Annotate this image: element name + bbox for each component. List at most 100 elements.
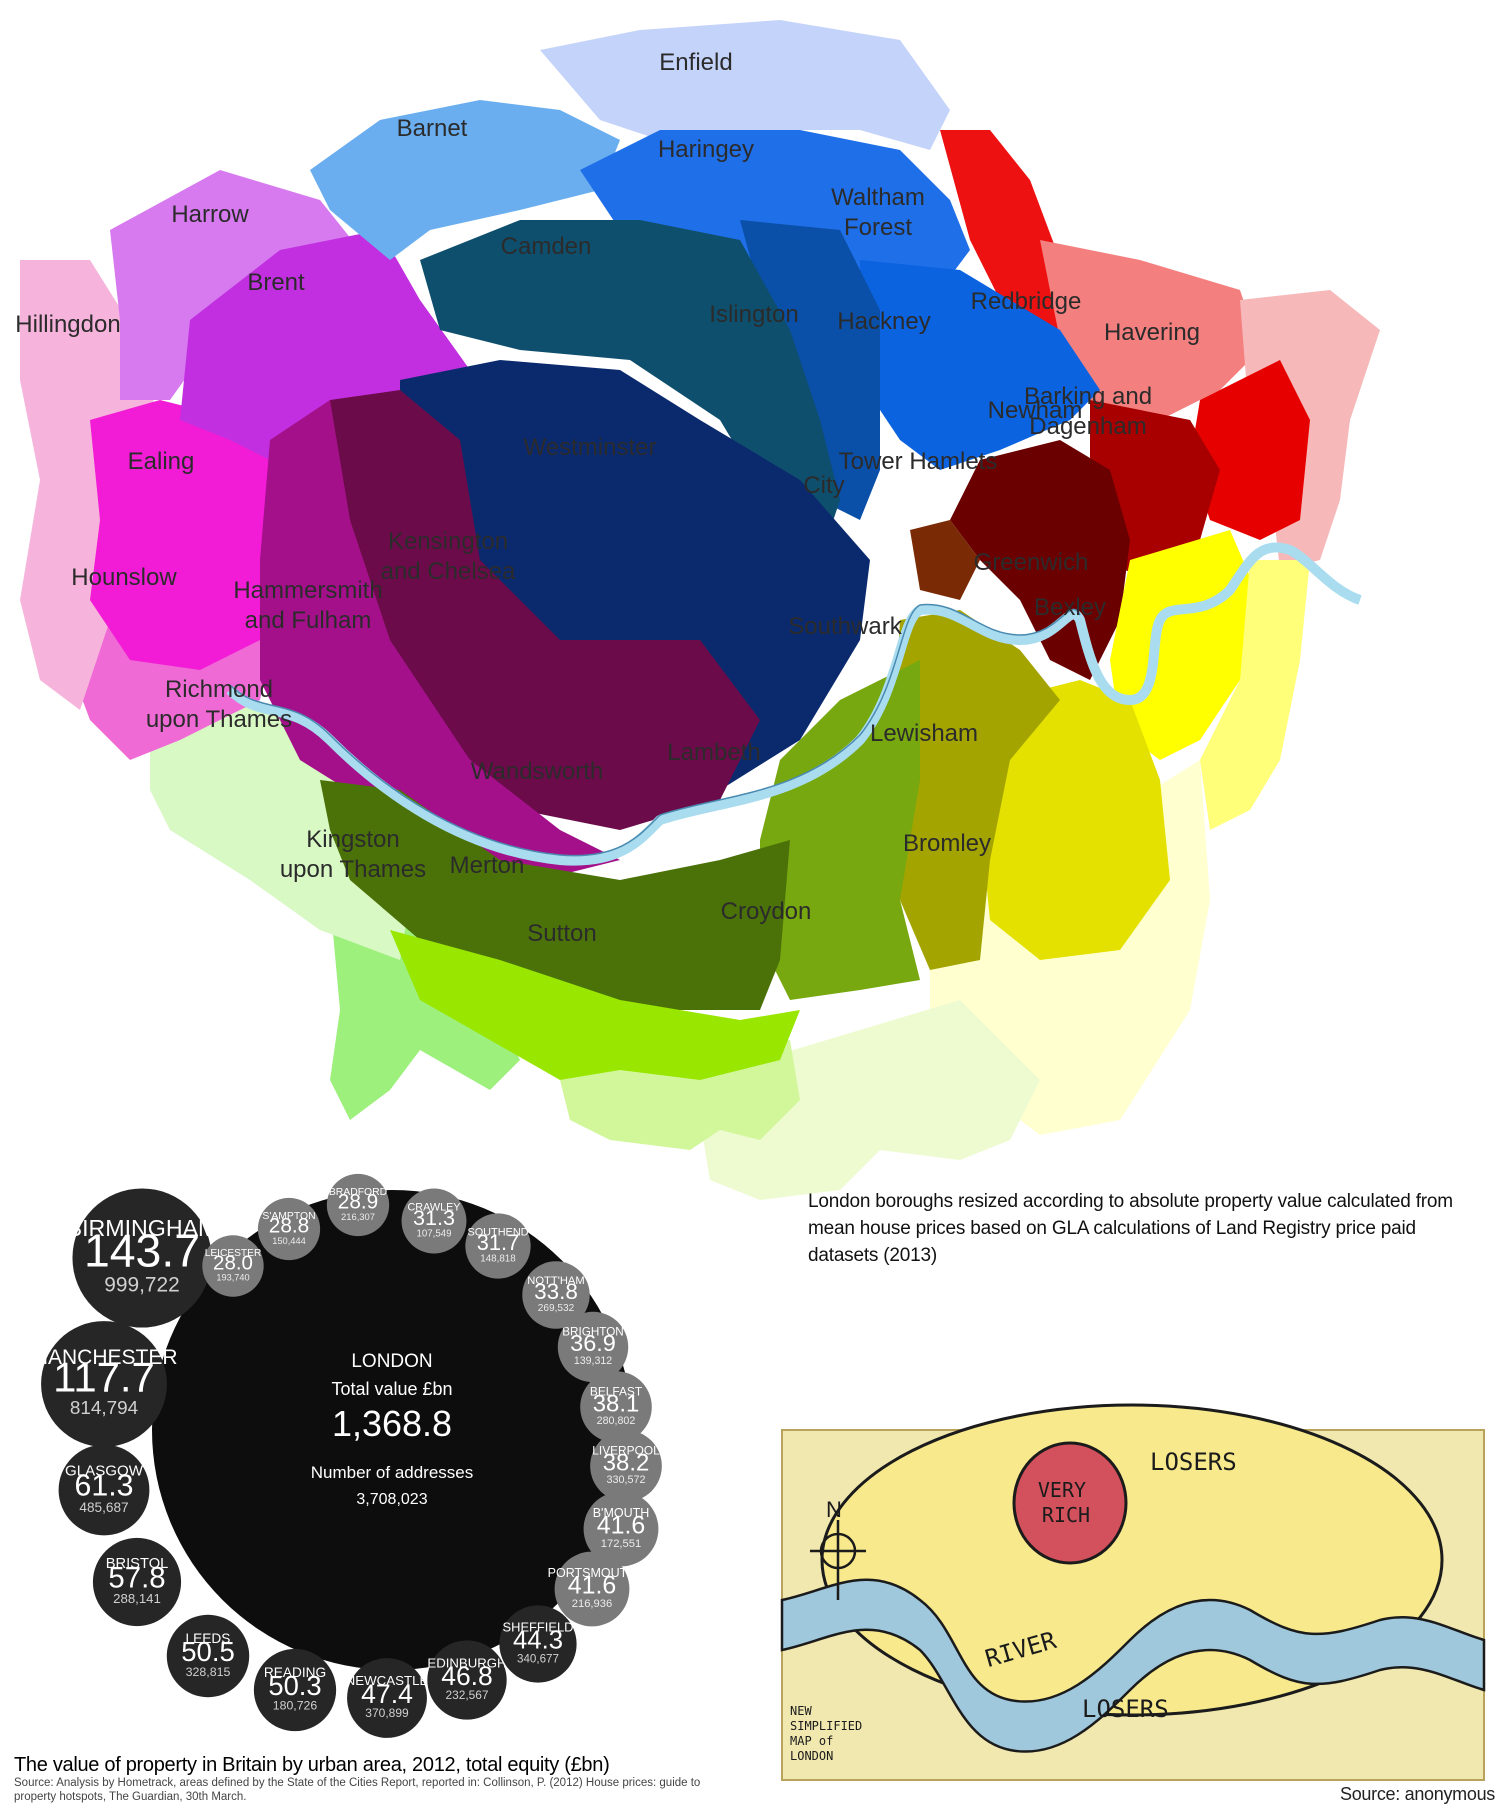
borough-city [910,520,980,600]
bubble-text-bradford-0: BRADFORD [329,1187,387,1198]
borough-label-greenwich: Greenwich [974,549,1089,576]
bubble-text-southend-0: SOUTHEND [467,1227,528,1239]
sketch-top-label: LOSERS [1150,1448,1237,1476]
borough-labels: EnfieldBarnetHaringeyHarrowBrentHillingd… [15,49,1200,947]
bubble-text-s-ampton-2: 150,444 [272,1236,306,1246]
sketch-river [780,1578,1486,1753]
sketch-source: Source: anonymous [1340,1784,1495,1804]
bubble-text-nott-ham-0: NOTT'HAM [527,1275,584,1287]
bubble-text-edinburgh-2: 232,567 [446,1688,489,1702]
bubble-bristol [92,1537,182,1627]
bubble-text-b-mouth-1: 41.6 [597,1511,645,1539]
bubble-chart-source: Source: Analysis by Hometrack, areas def… [14,1777,701,1803]
borough-wandsworth [320,780,790,1010]
borough-label-havering: Havering [1104,319,1200,346]
borough-enfield [540,20,950,150]
bubble-portsmouth [554,1551,630,1627]
bubble-liverpool [590,1430,662,1502]
borough-label-islington: Islington [709,301,798,328]
borough-ealing [90,400,300,670]
borough-label-sutton: Sutton [527,920,596,947]
bubble-text-belfast-2: 280,802 [597,1415,636,1427]
bubble-text-birmingham-2: 999,722 [104,1273,180,1296]
bubble-text-leeds-1: 50.5 [181,1636,235,1667]
sketch-very-rich-area [1012,1441,1128,1565]
bubble-text-crawley-2: 107,549 [416,1229,451,1240]
bubble-belfast [580,1371,652,1443]
borough-southwark [890,610,1060,970]
bubble-text-leicester-2: 193,740 [216,1273,249,1283]
sketch-center-label: VERY RICH [1038,1478,1098,1527]
bubble-text-glasgow-1: 61.3 [75,1469,134,1502]
bubble-text-glasgow-2: 485,687 [79,1500,128,1515]
bubble-text-b-mouth-2: 172,551 [601,1538,641,1550]
borough-greenwich [1110,530,1260,760]
bubble-london-text-4: 3,708,023 [356,1491,427,1508]
borough-haringey [580,130,970,300]
river-thames [226,542,1362,866]
bubble-text-southend-1: 31.7 [477,1230,519,1255]
bubble-text-newcastle-0: NEWCASTLE [346,1673,429,1688]
bubble-text-sheffield-1: 44.3 [513,1627,563,1655]
borough-label-merton: Merton [450,852,525,879]
bubble-text-leeds-2: 328,815 [186,1665,231,1679]
bubble-sheffield [499,1605,577,1683]
map-caption: London boroughs resized according to abs… [808,1191,1453,1266]
compass-icon [810,1520,866,1600]
bubble-text-crawley-0: CRAWLEY [408,1202,461,1214]
borough-label-lewisham: Lewisham [870,720,978,747]
borough-label-ealing: Ealing [128,448,195,475]
borough-label-hounslow: Hounslow [71,564,177,591]
bubble-text-b-mouth-0: B'MOUTH [593,1506,650,1520]
bubble-reading [253,1648,337,1732]
bubble-text-manchester-0: MANCHESTER [30,1346,177,1369]
borough-barking [1190,360,1310,540]
bubble-brighton [557,1311,629,1383]
borough-label-westminster: Westminster [524,434,657,461]
bubble-text-newcastle-1: 47.4 [361,1679,413,1709]
bubble-text-brighton-2: 139,312 [574,1355,612,1367]
borough-label-hillingdon: Hillingdon [15,311,120,338]
borough-label-southwark: Southwark [788,613,902,640]
borough-label-enfield: Enfield [659,49,732,76]
borough-camden [420,220,840,560]
bubble-text-reading-2: 180,726 [273,1699,318,1713]
borough-lambeth [760,660,920,1000]
bubble-leicester [202,1235,264,1297]
bubble-text-leeds-0: LEEDS [186,1631,231,1646]
bubble-text-s-ampton-0: S'AMPTON [262,1211,315,1222]
borough-redbridge [1040,240,1260,420]
borough-label-hackney: Hackney [837,308,930,335]
bubble-text-portsmouth-0: PORTSMOUTH [548,1566,637,1580]
bubble-crawley [401,1188,467,1254]
bubble-text-edinburgh-0: EDINBURGH [427,1655,506,1670]
bubble-text-liverpool-0: LIVERPOOL [592,1444,660,1458]
bubble-text-brighton-0: BRIGHTON [562,1326,623,1339]
bubble-text-sheffield-0: SHEFFIELD [503,1620,574,1635]
borough-label-camden: Camden [501,233,592,260]
bubble-text-bradford-2: 216,307 [341,1211,375,1222]
bubble-london-text-3: Number of addresses [311,1463,474,1482]
bubble-text-leicester-1: 28.0 [213,1252,253,1275]
bubble-london-text-1: Total value £bn [331,1379,452,1399]
bubble-bradford [326,1173,390,1237]
bubble-text-bristol-0: BRISTOL [106,1556,169,1572]
bubble-manchester [41,1321,167,1447]
borough-label-barnet: Barnet [397,115,468,142]
borough-label-lambeth: Lambeth [667,739,760,766]
bubble-london-text-2: 1,368.8 [332,1403,452,1444]
bubble-southend [465,1213,531,1279]
sketch-title: NEW SIMPLIFIED MAP of LONDON [790,1704,869,1763]
bubble-text-liverpool-1: 38.2 [603,1449,650,1476]
bubble-glasgow [58,1444,150,1536]
bubble-text-bristol-2: 288,141 [113,1591,161,1606]
borough-label-city: City [803,472,844,499]
bubble-text-bristol-1: 57.8 [108,1561,165,1594]
bubble-chart-title: The value of property in Britain by urba… [14,1754,610,1776]
bubble-text-newcastle-2: 370,899 [365,1706,409,1720]
